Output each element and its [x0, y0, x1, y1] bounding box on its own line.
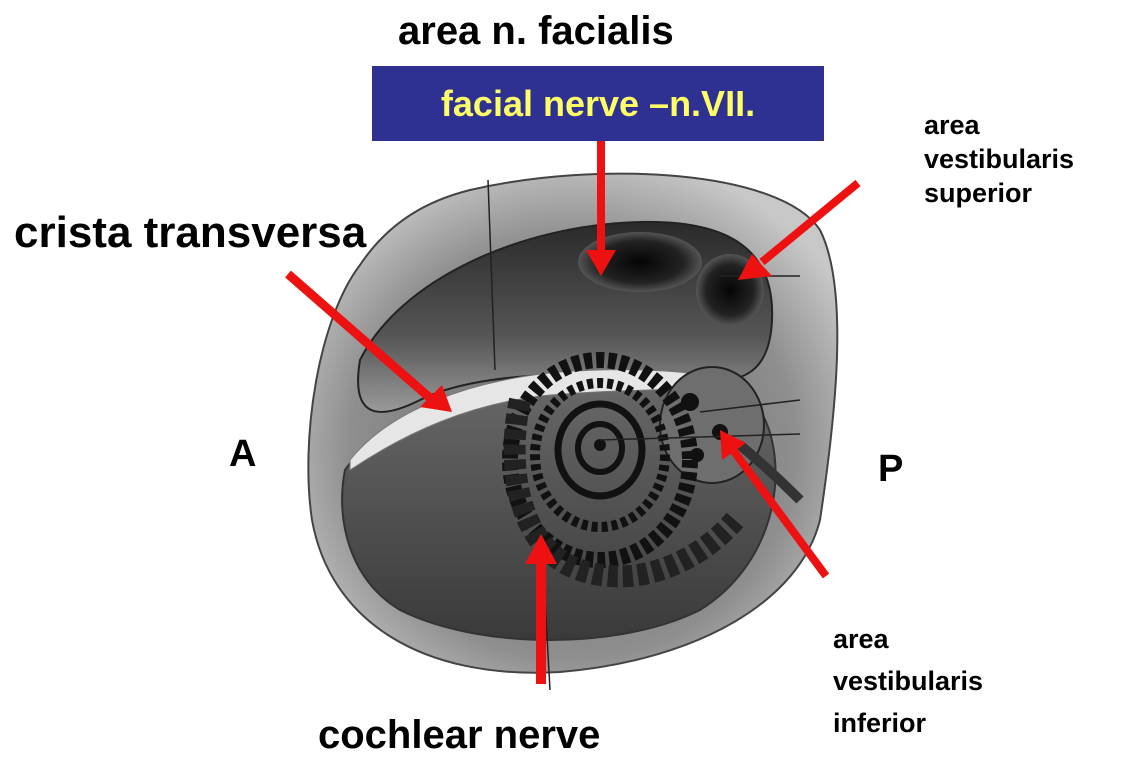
facial-nerve-banner: facial nerve –n.VII.: [372, 66, 824, 141]
area-vestibularis-superior-label: area vestibularis superior: [924, 108, 1074, 210]
area-facialis-label: area n. facialis: [398, 8, 674, 54]
area-vestibularis-inferior-label: area vestibularis inferior: [833, 618, 983, 744]
cochlear-nerve-label: cochlear nerve: [318, 712, 600, 758]
crista-transversa-label: crista transversa: [14, 208, 366, 259]
posterior-label: P: [878, 448, 903, 492]
facial-nerve-label: facial nerve –n.VII.: [441, 83, 755, 125]
anterior-label: A: [229, 433, 256, 477]
